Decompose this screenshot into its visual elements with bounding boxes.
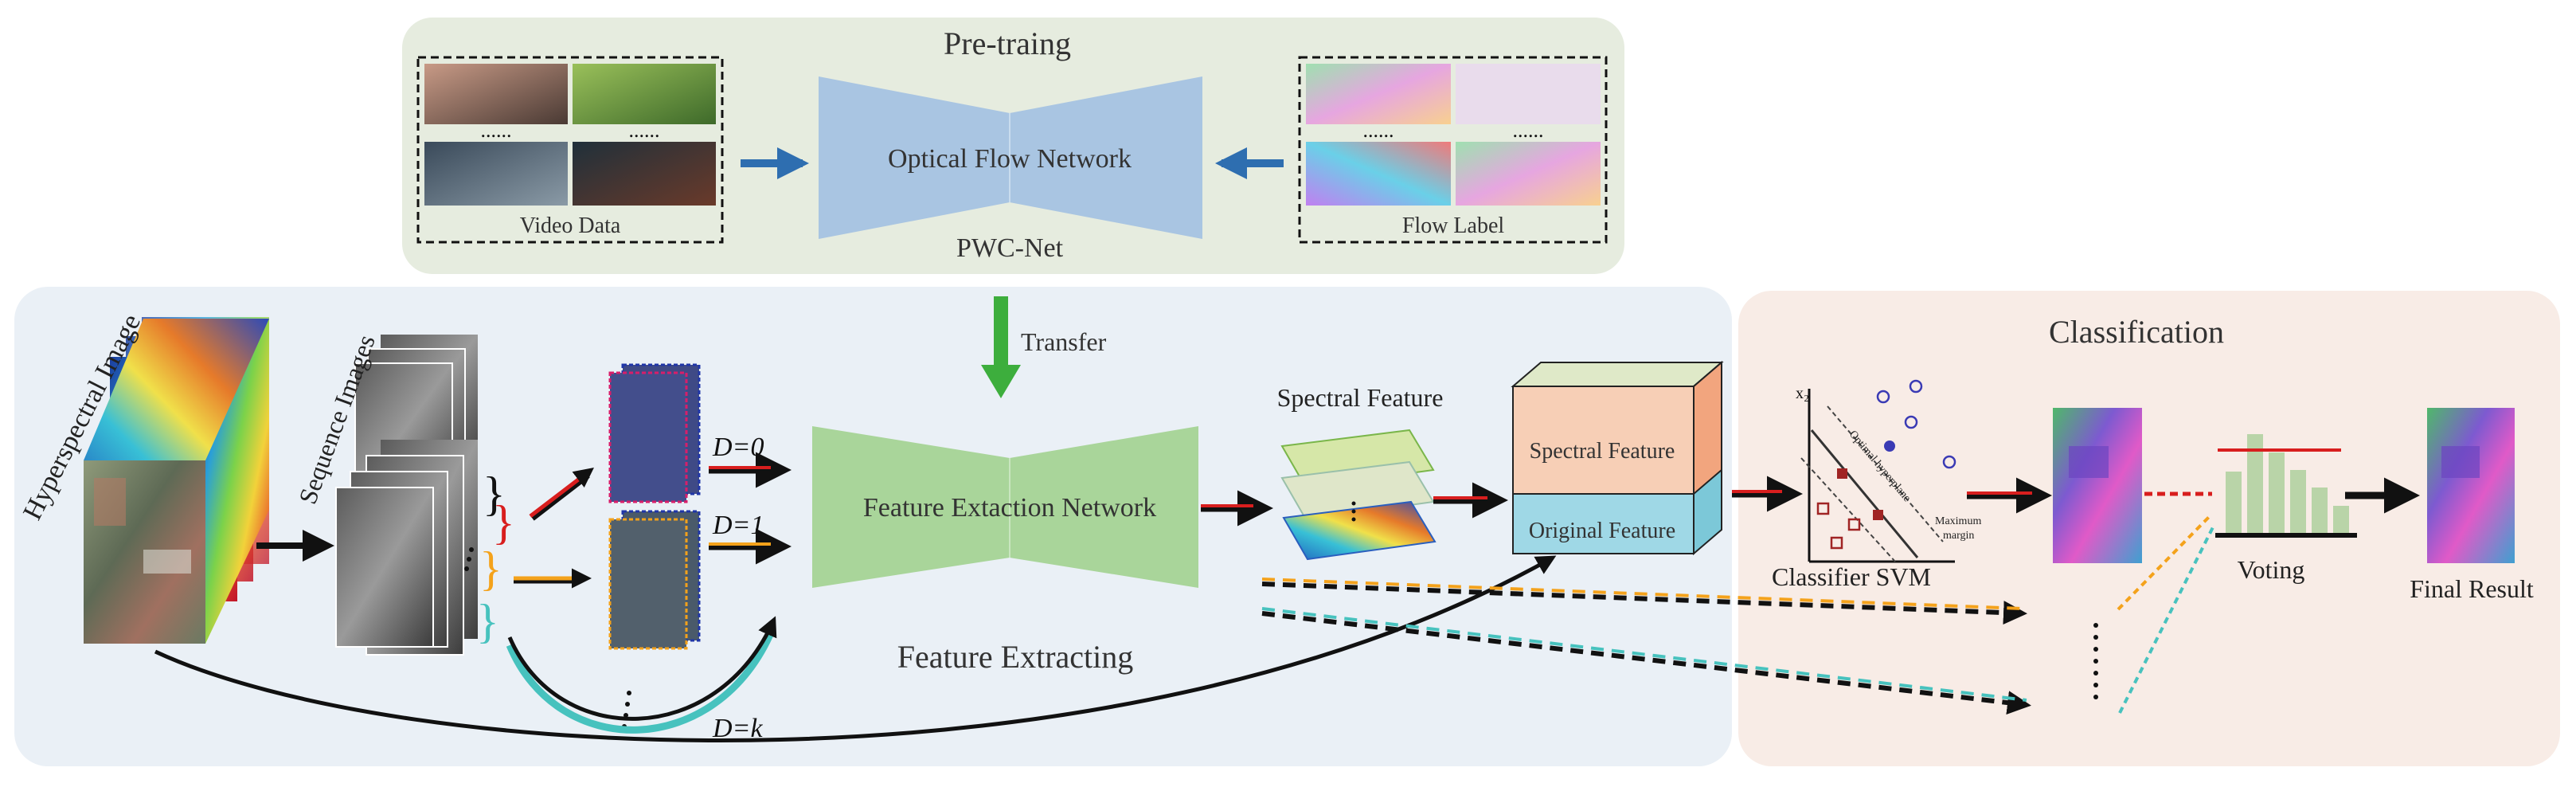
brace-teal: } [476, 595, 499, 648]
video-frame-4 [573, 142, 716, 206]
spectral-feature-label: Spectral Feature [1277, 383, 1444, 412]
video-ellipsis-2: ...... [629, 119, 660, 142]
voting-label: Voting [2238, 555, 2305, 584]
sequence-images-stack [335, 335, 478, 656]
hsi-to-cube-curve [154, 555, 1557, 742]
classification-panel-bg [1738, 291, 2560, 766]
cube-top-face [1511, 362, 1724, 387]
dk-curve-teal [506, 628, 776, 734]
video-data-label: Video Data [520, 213, 621, 238]
teal-dashed [1261, 607, 2027, 702]
flow-frame-4 [1456, 142, 1601, 206]
hyperspectral-cube [84, 317, 269, 644]
d1-label: D=1 [712, 511, 764, 540]
spectral-feature-maps [1280, 429, 1437, 561]
vertical-dots [464, 547, 474, 571]
svm-label: Classifier SVM [1772, 562, 1931, 591]
orange-dashed-shadow [1261, 582, 2027, 625]
classification-title: Classification [2049, 314, 2224, 350]
transfer-arrow [981, 296, 1021, 398]
brace-orange: } [479, 542, 502, 595]
svm-axis-label: x₂ [1796, 385, 1809, 402]
svm-margin-label-1: Maximum [1935, 515, 1981, 527]
dk-curve [507, 616, 777, 721]
transfer-label: Transfer [1021, 327, 1107, 356]
optical-flow-network-label: Optical Flow Network [888, 144, 1132, 174]
pretraining-panel: Pre-traing ...... ...... Video Data Opti… [402, 18, 1624, 274]
classification-map [2053, 408, 2142, 563]
flow-frame-1 [1306, 64, 1451, 124]
flow-ellipsis-2: ...... [1513, 119, 1544, 142]
teal-dashed-shadow [1261, 611, 2031, 715]
video-frame-2 [573, 64, 716, 124]
final-result-map [2427, 408, 2515, 563]
video-frame-1 [424, 64, 568, 124]
cube-spectral-face [1512, 386, 1695, 495]
pretraining-title: Pre-traing [944, 25, 1071, 61]
teal-diag-dashed [2118, 525, 2215, 714]
feature-extracting-title: Feature Extracting [897, 639, 1134, 675]
pwc-net-label: PWC-Net [956, 233, 1064, 263]
final-result-map-detail [2441, 446, 2480, 478]
pair-red-arrow [529, 467, 594, 518]
image-pair-bottom [608, 510, 701, 650]
feature-cube [1511, 360, 1724, 556]
flow-label-box [1298, 56, 1608, 244]
cube-original-label: Original Feature [1529, 519, 1675, 543]
cube-spectral-label: Spectral Feature [1530, 439, 1675, 464]
cube-original-face [1512, 493, 1695, 554]
video-data-box [416, 56, 724, 244]
image-pair-top [608, 363, 701, 503]
class-dots [2093, 623, 2098, 699]
video-frame-3 [424, 142, 568, 206]
d0-label: D=0 [712, 433, 764, 462]
spectral-dots [1351, 501, 1356, 522]
flow-label-caption: Flow Label [1402, 213, 1505, 238]
svm-plot [1800, 379, 1956, 563]
orange-dashed [1261, 578, 2023, 610]
classification-map-detail [2069, 446, 2109, 478]
feature-extraction-network-label: Feature Extaction Network [863, 493, 1156, 523]
brace-red: } [492, 496, 515, 549]
feature-extraction-network [812, 426, 1198, 588]
svm-margin-label-2: margin [1943, 530, 1974, 542]
flow-ellipsis-1: ...... [1363, 119, 1394, 142]
brace-black: } [483, 468, 506, 520]
flow-frame-3 [1306, 142, 1451, 206]
voting-histogram [2215, 434, 2357, 538]
flow-frame-2 [1456, 64, 1601, 124]
final-result-label: Final Result [2410, 574, 2534, 603]
video-ellipsis-1: ...... [481, 119, 512, 142]
pair-dots [622, 691, 631, 729]
